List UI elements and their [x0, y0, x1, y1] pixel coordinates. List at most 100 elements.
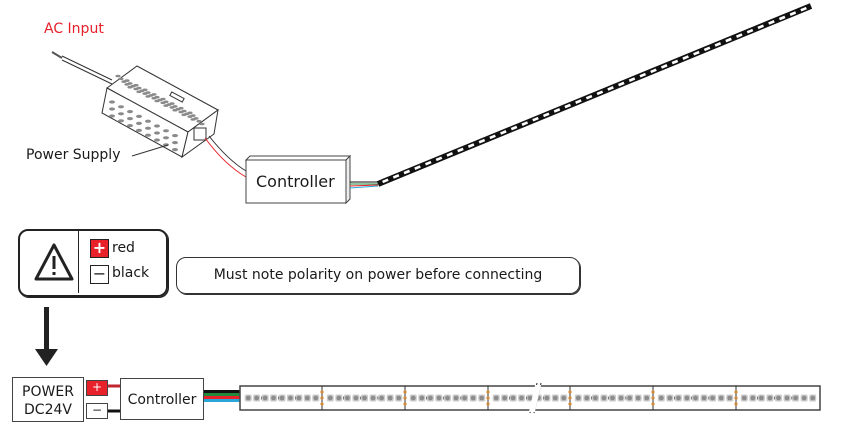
led-lens — [793, 395, 799, 401]
strip-segment — [489, 134, 496, 140]
strip-segment — [628, 77, 636, 82]
strip-segment — [542, 112, 550, 118]
power-label: POWER — [22, 384, 74, 400]
led-lens — [396, 395, 402, 401]
vent-hole — [118, 77, 124, 81]
vent-hole — [127, 85, 133, 89]
vent-hole — [154, 138, 160, 142]
strip-segment — [746, 28, 754, 34]
led-lens — [427, 395, 433, 401]
power-supply-label: Power Supply — [26, 147, 121, 163]
strip-segment — [660, 64, 668, 69]
led-lens — [410, 395, 416, 401]
solder-pad — [734, 390, 738, 394]
led-lens — [362, 395, 367, 401]
vent-hole — [154, 99, 160, 103]
led-lens — [767, 395, 773, 401]
top-controller-box — [244, 154, 352, 205]
top-controller-label: Controller — [256, 172, 335, 191]
led-lens — [684, 395, 690, 401]
led-lens — [304, 395, 310, 401]
strip-segment — [757, 24, 765, 30]
negative-terminal: − — [86, 403, 108, 419]
strip-segment — [714, 42, 722, 47]
led-lens — [510, 395, 516, 401]
strip-segment — [467, 143, 475, 148]
strip-segment — [650, 68, 657, 74]
vent-hole — [187, 115, 193, 118]
strip-segment — [618, 81, 625, 87]
led-lens — [502, 395, 508, 401]
vent-hole — [118, 112, 124, 116]
vent-hole — [136, 121, 142, 125]
strip-segment — [553, 108, 561, 113]
led-lens — [776, 395, 781, 401]
vent-hole — [172, 148, 178, 152]
solder-pad — [403, 396, 407, 400]
strip-segment — [457, 147, 464, 153]
strip-segment — [414, 165, 421, 170]
solder-pad — [320, 390, 324, 394]
strip-segment — [596, 90, 604, 96]
vent-hole — [199, 122, 205, 126]
solder-pad — [651, 396, 655, 400]
vent-hole — [145, 119, 151, 123]
down-arrow-icon — [35, 307, 58, 366]
strip-segment — [575, 99, 582, 104]
led-lens — [479, 395, 485, 401]
ps-pointer-line — [131, 144, 169, 157]
strip-segment — [382, 178, 389, 184]
strip-segment — [768, 20, 775, 25]
bottom-controller-box: Controller — [120, 378, 204, 420]
led-lens — [419, 395, 425, 401]
vent-hole — [145, 95, 151, 98]
strip-segment — [639, 72, 647, 78]
vent-hole — [136, 128, 142, 132]
strip-segment — [607, 86, 614, 91]
led-lens — [635, 395, 641, 401]
strip-segment — [521, 121, 529, 126]
vent-hole — [172, 141, 178, 145]
led-lens — [493, 395, 499, 401]
led-lens — [262, 395, 268, 401]
solder-pad — [651, 402, 655, 406]
led-lens — [462, 395, 468, 401]
strip-segment — [478, 138, 486, 144]
bottom-led-strip — [239, 382, 821, 414]
led-lens — [470, 395, 476, 401]
led-lens — [784, 395, 790, 401]
solder-pad — [568, 390, 572, 394]
solder-pad — [568, 396, 572, 400]
vent-hole — [154, 124, 160, 128]
rgb-wires-top — [349, 181, 379, 189]
vent-hole — [169, 106, 175, 109]
led-lens — [353, 395, 359, 401]
strip-segment — [693, 50, 700, 56]
led-lens — [445, 395, 450, 401]
strip-segment — [446, 152, 453, 157]
vent-hole — [172, 134, 178, 138]
strip-segment — [424, 160, 432, 166]
vent-hole — [160, 101, 166, 105]
led-lens — [379, 395, 385, 401]
led-lens — [453, 395, 459, 401]
led-lens — [544, 395, 550, 401]
led-lens — [618, 395, 624, 401]
led-lens — [644, 395, 650, 401]
polarity-note: Must note polarity on power before conne… — [176, 257, 580, 294]
ac-cable — [51, 51, 113, 85]
power-source-box: POWER DC24V — [12, 377, 84, 422]
vent-hole — [121, 80, 127, 83]
vent-hole — [124, 83, 130, 86]
led-lens — [327, 395, 333, 401]
led-lens — [741, 395, 747, 401]
strip-segment — [703, 46, 711, 52]
solder-pad — [403, 402, 407, 406]
vent-hole — [178, 110, 184, 114]
led-lens — [592, 395, 598, 401]
strip-segment — [778, 15, 786, 21]
strip-segment — [682, 55, 689, 60]
led-lens — [370, 395, 376, 401]
strip-segment — [671, 59, 679, 65]
